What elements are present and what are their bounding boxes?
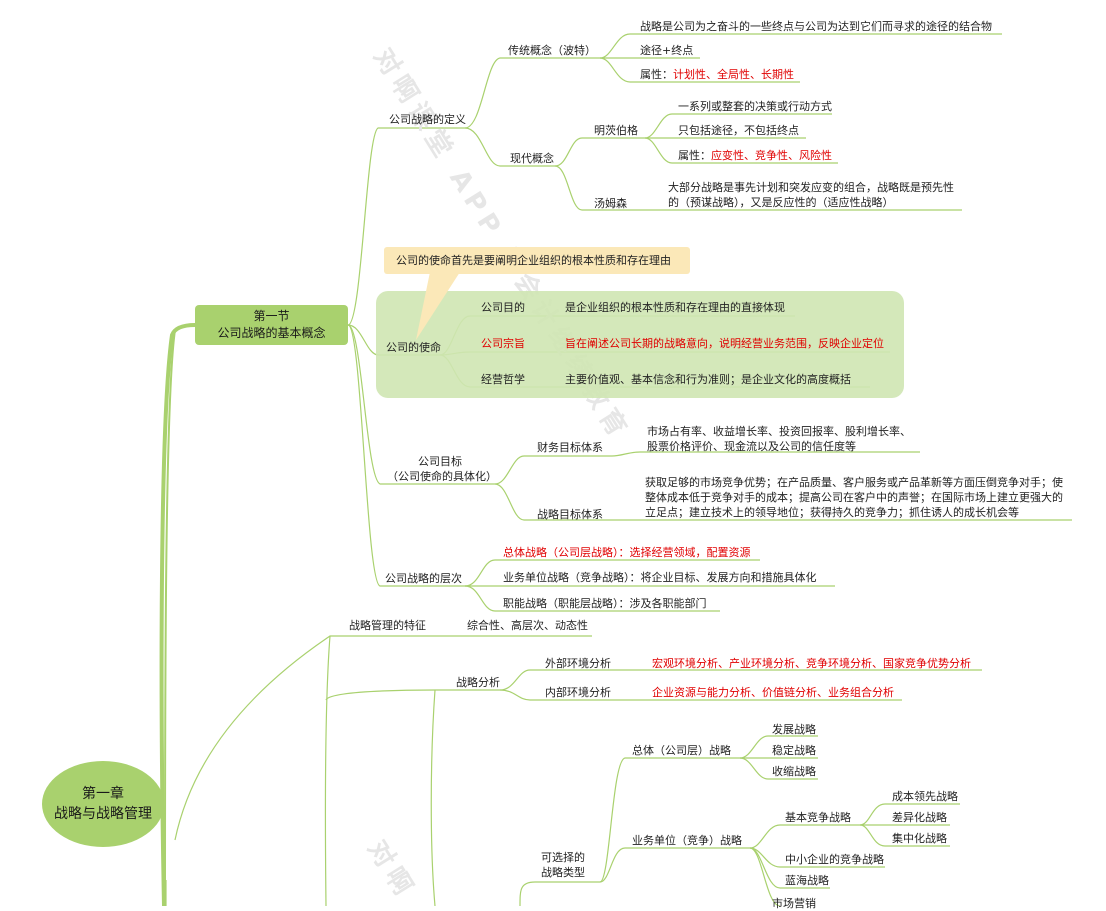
corporate-strategy-node[interactable]: 总体（公司层）战略	[632, 744, 731, 757]
callout-pointer	[416, 272, 460, 340]
strategic-node[interactable]: 战略目标体系	[537, 508, 603, 521]
attr-value: 应变性、竞争性、风险性	[711, 149, 832, 162]
philosophy-node[interactable]: 经营哲学	[481, 373, 525, 386]
attr-value: 计划性、全局性、长期性	[673, 68, 794, 81]
levels-business: 业务单位战略（竞争战略）：将企业目标、发展方向和措施具体化	[503, 571, 817, 584]
mission-highlight	[376, 291, 904, 398]
marketing-node[interactable]: 市场营销	[772, 897, 816, 910]
external-analysis-node[interactable]: 外部环境分析	[545, 657, 611, 670]
section-line2: 公司战略的基本概念	[217, 326, 326, 340]
goals-node-line2: （公司使命的具体化）	[387, 470, 497, 483]
blue-ocean-node[interactable]: 蓝海战略	[785, 874, 829, 887]
financial-desc: 市场占有率、收益增长率、投资回报率、股利增长率、股票价格评价、现金流以及公司的信…	[647, 425, 911, 453]
root-line1: 第一章	[82, 786, 124, 802]
analysis-node[interactable]: 战略分析	[456, 676, 500, 689]
financial-node[interactable]: 财务目标体系	[537, 441, 603, 454]
purpose-node[interactable]: 公司目的	[481, 301, 525, 314]
mission-node[interactable]: 公司的使命	[386, 341, 441, 354]
section-line1: 第一节	[253, 309, 290, 323]
basic-competitive-node[interactable]: 基本竞争战略	[785, 811, 851, 824]
basic-item-focus: 集中化战略	[892, 832, 947, 845]
attr-prefix: 属性：	[678, 149, 711, 162]
strategic-desc: 获取足够的市场竞争优势；在产品质量、客户服务或产品革新等方面压倒竞争对手；使整体…	[645, 476, 1063, 519]
modern-node[interactable]: 现代概念	[510, 152, 554, 165]
external-analysis-value: 宏观环境分析、产业环境分析、竞争环境分析、国家竞争优势分析	[652, 657, 971, 670]
goals-node-line1[interactable]: 公司目标	[418, 455, 462, 468]
internal-analysis-node[interactable]: 内部环境分析	[545, 686, 611, 699]
levels-node[interactable]: 公司战略的层次	[385, 572, 462, 585]
corporate-item-growth: 发展战略	[772, 723, 816, 736]
tenet-desc: 旨在阐述公司长期的战略意向，说明经营业务范围，反映企业定位	[565, 337, 884, 350]
mission-callout: 公司的使命首先是要阐明企业组织的根本性质和存在理由	[384, 247, 690, 274]
tenet-node[interactable]: 公司宗旨	[481, 337, 525, 350]
philosophy-desc: 主要价值观、基本信念和行为准则；是企业文化的高度概括	[565, 373, 851, 386]
definition-node[interactable]: 公司战略的定义	[389, 113, 466, 126]
thompson-item1: 大部分战略是事先计划和突发应变的组合，战略既是预先性的（预谋战略），又是反应性的…	[668, 181, 954, 209]
internal-analysis-value: 企业资源与能力分析、价值链分析、业务组合分析	[652, 686, 894, 699]
levels-functional: 职能战略（职能层战略）：涉及各职能部门	[503, 597, 707, 610]
attr-prefix: 属性：	[640, 68, 673, 81]
corporate-item-stable: 稳定战略	[772, 744, 816, 757]
features-node[interactable]: 战略管理的特征	[349, 619, 426, 632]
root-node[interactable]: 第一章 战略与战略管理	[42, 761, 164, 847]
traditional-attributes: 属性：计划性、全局性、长期性	[640, 67, 794, 82]
traditional-item2: 途径+终点	[640, 44, 694, 57]
levels-corporate: 总体战略（公司层战略）：选择经营领域，配置资源	[503, 546, 751, 559]
thompson-node[interactable]: 汤姆森	[594, 197, 627, 210]
basic-item-cost: 成本领先战略	[892, 790, 958, 803]
purpose-desc: 是企业组织的根本性质和存在理由的直接体现	[565, 301, 785, 314]
features-value: 综合性、高层次、动态性	[467, 619, 588, 632]
mintzberg-item1: 一系列或整套的决策或行动方式	[678, 100, 832, 113]
basic-item-differentiation: 差异化战略	[892, 811, 947, 824]
corporate-item-retrench: 收缩战略	[772, 765, 816, 778]
root-line2: 战略与战略管理	[54, 806, 152, 822]
choice-node-line2: 战略类型	[541, 866, 585, 879]
traditional-item1: 战略是公司为之奋斗的一些终点与公司为达到它们而寻求的途径的结合物	[640, 20, 992, 33]
traditional-node[interactable]: 传统概念（波特）	[508, 44, 596, 57]
mintzberg-item2: 只包括途径，不包括终点	[678, 124, 799, 137]
business-strategy-node[interactable]: 业务单位（竞争）战略	[632, 834, 742, 847]
mintzberg-attributes: 属性：应变性、竞争性、风险性	[678, 148, 832, 163]
choice-node-line1[interactable]: 可选择的	[541, 851, 585, 864]
sme-strategy-node[interactable]: 中小企业的竞争战略	[785, 853, 884, 866]
mintzberg-node[interactable]: 明茨伯格	[594, 124, 638, 137]
section-node[interactable]: 第一节 公司战略的基本概念	[195, 305, 348, 345]
